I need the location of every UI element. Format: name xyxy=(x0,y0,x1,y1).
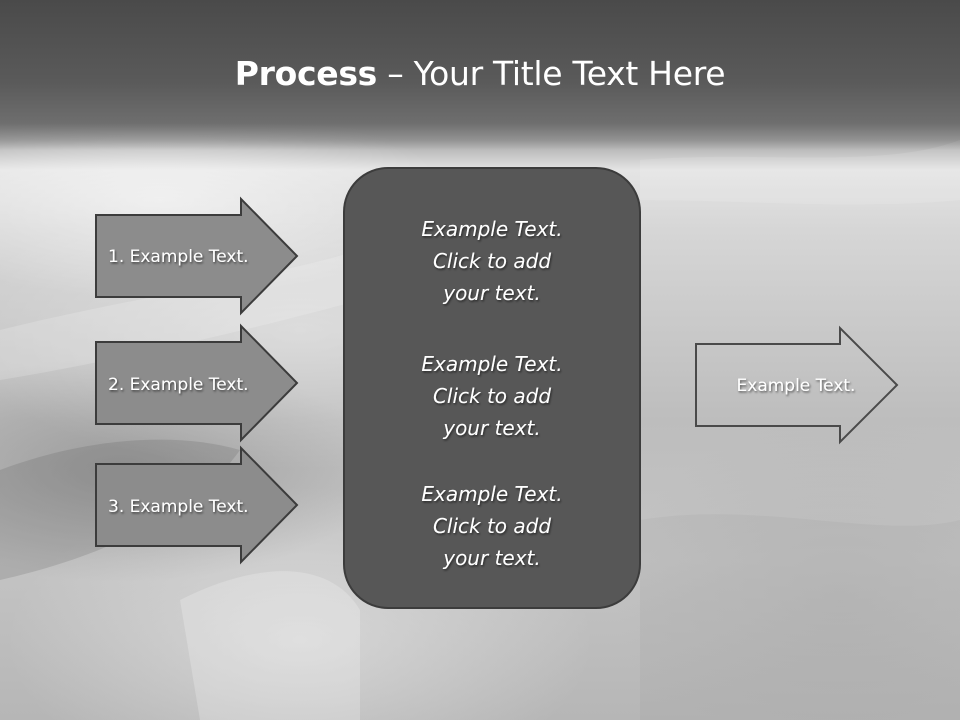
input-arrow-1[interactable]: 1. Example Text. xyxy=(95,196,299,316)
center-block-2-line-2: Click to add xyxy=(433,384,551,408)
output-arrow-shape xyxy=(695,325,899,445)
input-arrow-1-label: 1. Example Text. xyxy=(108,247,249,267)
title-bold-word: Process xyxy=(234,54,378,93)
input-arrow-3[interactable]: 3. Example Text. xyxy=(95,445,299,565)
center-block-1-line-3: your text. xyxy=(442,281,541,305)
output-arrow[interactable]: Example Text. xyxy=(695,325,899,445)
center-block-3-line-2: Click to add xyxy=(433,514,551,538)
title-rest: – Your Title Text Here xyxy=(377,54,726,93)
center-block-2-line-3: your text. xyxy=(442,416,541,440)
center-block-3: Example Text. Click to add your text. xyxy=(421,482,562,570)
output-arrow-label: Example Text. xyxy=(737,376,856,396)
center-box[interactable]: Example Text. Click to add your text. Ex… xyxy=(343,167,641,609)
input-arrow-3-shape xyxy=(95,445,299,565)
center-box-shape xyxy=(343,167,641,609)
input-arrow-2-label: 2. Example Text. xyxy=(108,375,249,395)
center-block-3-line-3: your text. xyxy=(442,546,541,570)
input-arrow-2[interactable]: 2. Example Text. xyxy=(95,323,299,443)
title-bar xyxy=(0,0,960,150)
input-arrow-3-label: 3. Example Text. xyxy=(108,497,249,517)
center-block-2-line-1: Example Text. xyxy=(421,352,562,376)
center-block-1-line-1: Example Text. xyxy=(421,217,562,241)
center-block-1-line-2: Click to add xyxy=(433,249,551,273)
input-arrow-1-shape xyxy=(95,196,299,316)
input-arrow-2-shape xyxy=(95,323,299,443)
center-block-1: Example Text. Click to add your text. xyxy=(421,217,562,305)
slide-title[interactable]: Process – Your Title Text Here xyxy=(0,52,960,96)
center-block-2: Example Text. Click to add your text. xyxy=(421,352,562,440)
center-block-3-line-1: Example Text. xyxy=(421,482,562,506)
